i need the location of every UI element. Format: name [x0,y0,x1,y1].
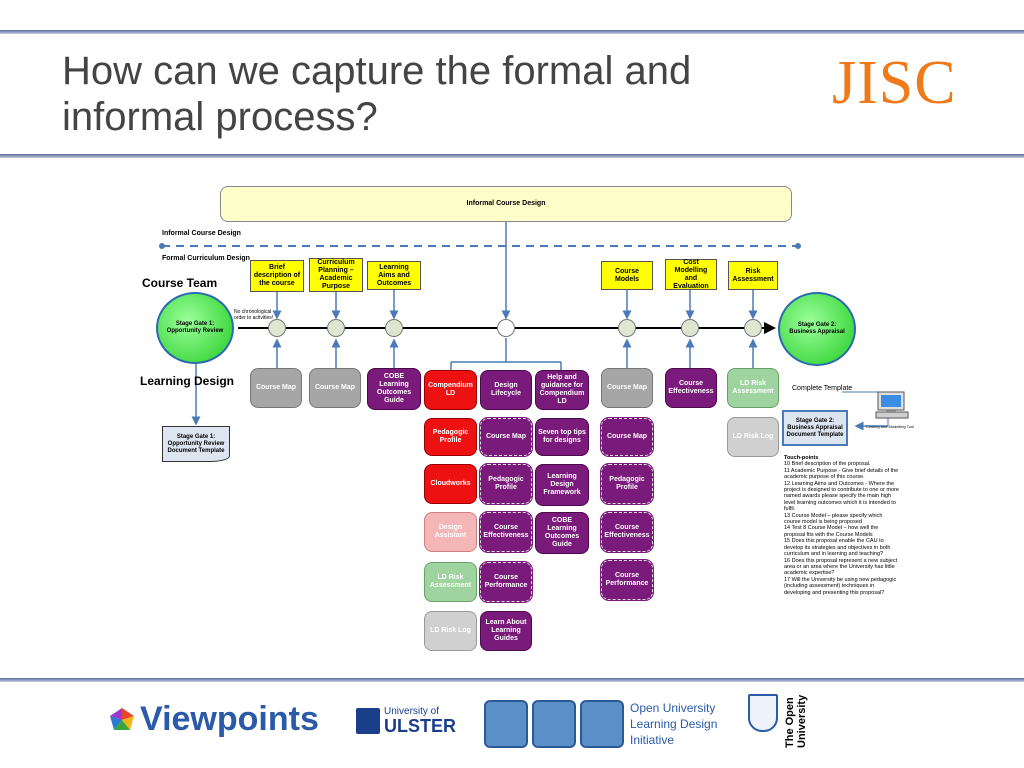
header-rule-bottom [0,154,1024,158]
formal-label: Formal Curriculum Design [162,255,250,262]
ou-ld-icon-1 [484,700,528,748]
process-node-6 [681,319,699,337]
course-team-label: Course Team [142,276,218,290]
computer-icon [875,391,909,419]
pedagogic-profile-col4: Pedagogic Profile [600,463,654,505]
curriculum-planning-box: Curriculum Planning – Academic Purpose [309,258,363,292]
touch-points-title: Touch-points [784,455,819,461]
ld-risk-assessment-1: LD Risk Assessment [727,368,779,408]
cobe-guide-2: COBE Learning Outcomes Guide [535,512,589,554]
learning-aims-box: Learning Aims and Outcomes [367,261,421,290]
slide-title: How can we capture the formal and inform… [62,49,692,139]
course-performance-col2: Course Performance [479,561,533,603]
stage-gate-2-circle: Stage Gate 2: Business Appraisal [778,292,856,366]
help-guidance: Help and guidance for Compendium LD [535,370,589,410]
cobe-guide-1: COBE Learning Outcomes Guide [367,368,421,410]
ulster-text: ULSTER [384,716,456,736]
course-map-1: Course Map [250,368,302,408]
pedagogic-profile-red: Pedagogic Profile [424,418,477,456]
brief-description-box: Brief description of the course [250,260,304,292]
touch-point-1: 10 Brief description of the proposal. [784,461,871,468]
informal-course-design-box: Informal Course Design [220,186,792,222]
seven-tips: Seven top tips for designs [535,418,589,456]
learn-about-guides: Learn About Learning Guides [480,611,532,651]
jisc-logo: JISC [832,49,957,117]
process-node-1 [268,319,286,337]
ou-ld-icon-2 [532,700,576,748]
course-map-col2: Course Map [479,417,533,457]
touch-point-8: 17 Will the University be using new peda… [784,576,897,596]
process-node-centre [497,319,515,337]
ou-ld-icon-3 [580,700,624,748]
informal-label: Informal Course Design [162,230,241,237]
course-map-3: Course Map [601,368,653,408]
stage-gate-1-circle: Stage Gate 1: Opportunity Review [156,292,234,364]
touch-point-5: 14 Test 8 Course Model – how well the pr… [784,525,879,538]
stage-gate-1-document: Stage Gate 1: Opportunity Review Documen… [162,426,230,462]
compendium-ld: Compendium LD [424,370,477,410]
process-node-2 [327,319,345,337]
costing-tool-label: Costing and Modelling Tool [866,424,914,429]
open-university-logo-text: The Open University [784,694,808,748]
informal-header-text: Informal Course Design [466,200,546,207]
viewpoints-logo-icon [110,708,134,730]
pedagogic-profile-col2: Pedagogic Profile [479,463,533,505]
cost-modelling-box: Cost Modelling and Evaluation [665,259,717,290]
course-map-col4: Course Map [600,417,654,457]
risk-assessment-box: Risk Assessment [728,261,778,290]
ulster-logo-mark [356,708,380,734]
process-node-5 [618,319,636,337]
stage-gate-2-document: Stage Gate 2: Business Appraisal Documen… [782,410,848,446]
cloudworks: Cloudworks [424,464,477,504]
course-effectiveness-col4: Course Effectiveness [600,511,654,553]
touch-point-6: 15 Does this proposal enable the CAU to … [784,538,891,558]
no-chrono-note: No chronological order to activities! [234,309,274,321]
viewpoints-logo-text: Viewpoints [140,700,319,738]
design-lifecycle: Design Lifecycle [480,370,532,410]
complete-template-label: Complete Template [792,385,853,392]
learning-design-label: Learning Design [140,374,235,388]
touch-point-4: 13 Course Model – please specify which c… [784,512,883,526]
ld-framework: Learning Design Framework [535,464,589,506]
footer-rule [0,678,1024,682]
open-university-logo-shield [748,694,778,732]
course-effectiveness-col2: Course Effectiveness [479,511,533,553]
course-map-2: Course Map [309,368,361,408]
ou-ld-text: Open University Learning Design Initiati… [630,701,718,747]
course-effectiveness-1: Course Effectiveness [665,368,717,408]
touch-point-7: 16 Does this proposal represent a new su… [784,557,898,577]
touch-point-3: 12 Learning Aims and Outcomes - Where th… [784,480,899,513]
touch-point-2: 11 Academic Purpose - Give brief details… [784,467,899,481]
ulster-small-text: University of [384,706,440,717]
touch-points-text: Touch-points 10 Brief description of the… [784,455,900,596]
course-performance-col4: Course Performance [600,559,654,601]
ld-risk-log-2: LD Risk Log [424,611,477,651]
course-models-box: Course Models [601,261,653,290]
header-rule-top [0,30,1024,34]
ld-risk-assessment-2: LD Risk Assessment [424,562,477,602]
ld-risk-log-1: LD Risk Log [727,417,779,457]
design-assistant: Design Assistant [424,512,477,552]
process-node-3 [385,319,403,337]
process-node-7 [744,319,762,337]
